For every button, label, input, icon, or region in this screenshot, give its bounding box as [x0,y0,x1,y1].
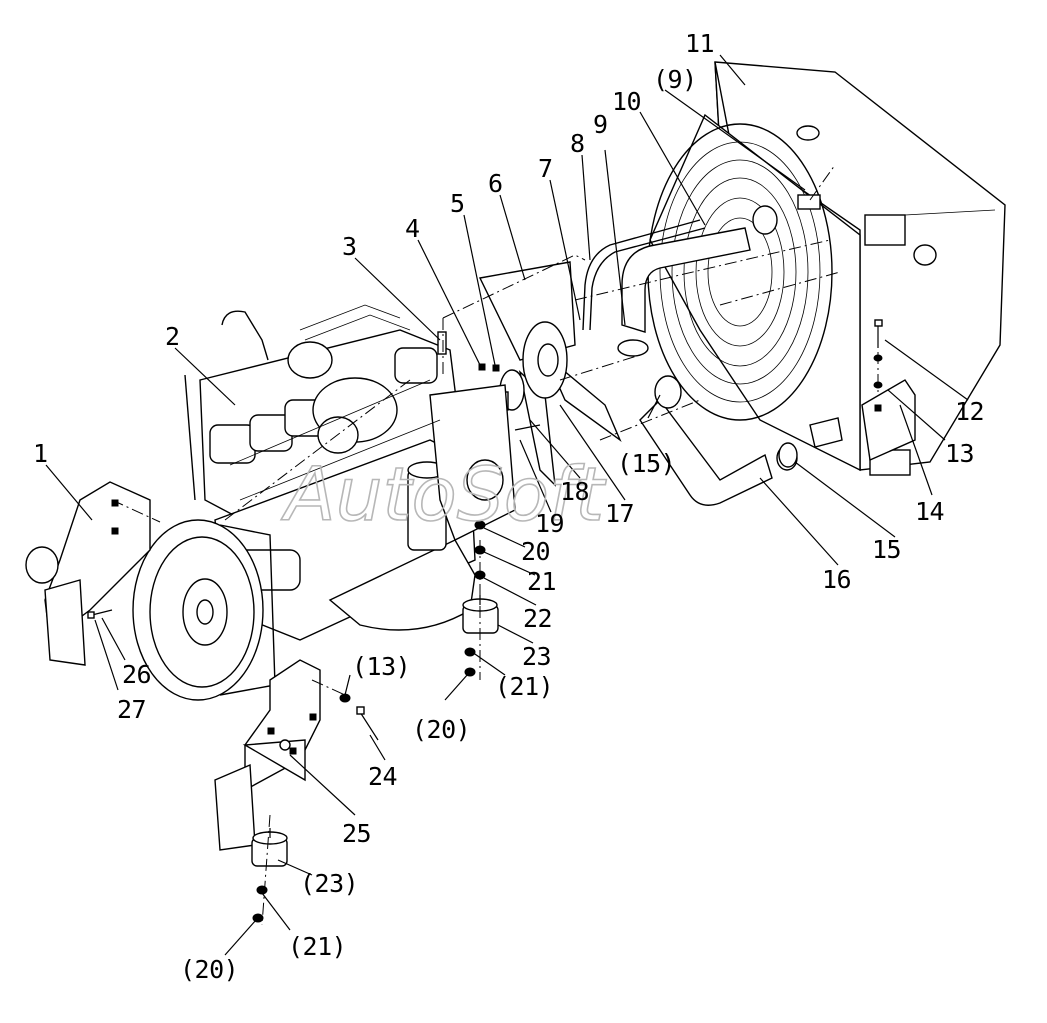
rubber-mount-bottom [251,828,288,867]
lower-coolant-pipe-16 [639,375,843,506]
callout-12: 12 [955,397,984,426]
cooling-fan [477,261,622,487]
leader-lines [45,54,969,956]
callout-19: 19 [535,509,564,538]
callout-16: 16 [822,565,851,594]
callout-9: 9 [593,110,608,139]
breather-tube-8 [582,219,706,331]
callout-21-ref-b: (21) [288,932,346,961]
callout-22: 22 [523,604,552,633]
callout-3: 3 [342,232,357,261]
callout-17: 17 [605,499,634,528]
watermark-text: AutoSoft [281,452,607,538]
upper-coolant-pipe [617,227,751,357]
callout-10: 10 [612,87,641,116]
callout-5: 5 [450,189,465,218]
callout-13-ref: (13) [352,652,410,681]
engine-mount-bracket-1 [25,481,151,666]
callout-20-ref-a: (20) [412,715,470,744]
callout-15-ref: (15) [617,449,675,478]
callout-25: 25 [342,819,371,848]
callout-20-ref-b: (20) [180,955,238,984]
callout-24: 24 [368,762,397,791]
callout-20: 20 [521,537,550,566]
assembly-centerlines [111,164,879,926]
callout-7: 7 [538,154,553,183]
callout-1: 1 [33,439,48,468]
callout-6: 6 [488,169,503,198]
callout-23-ref: (23) [300,869,358,898]
callout-27: 27 [117,695,146,724]
callout-26: 26 [122,660,151,689]
callout-4: 4 [405,214,420,243]
callout-18: 18 [560,477,589,506]
callout-21-ref-a: (21) [495,672,553,701]
callout-14: 14 [915,497,944,526]
callout-2: 2 [165,322,180,351]
flywheel-housing [132,519,276,701]
callout-13: 13 [945,439,974,468]
callout-8: 8 [570,129,585,158]
engine-mount-bracket-25 [214,659,321,851]
bracket-14 [861,379,916,462]
callout-11: 11 [685,29,714,58]
callout-9-ref: (9) [653,65,697,94]
callout-15: 15 [872,535,901,564]
callout-23: 23 [522,642,551,671]
callout-labels: 1 2 3 4 5 6 7 8 9 (9) 10 11 12 13 14 15 … [33,29,985,984]
engine-block [184,304,516,641]
callout-21: 21 [527,567,556,596]
